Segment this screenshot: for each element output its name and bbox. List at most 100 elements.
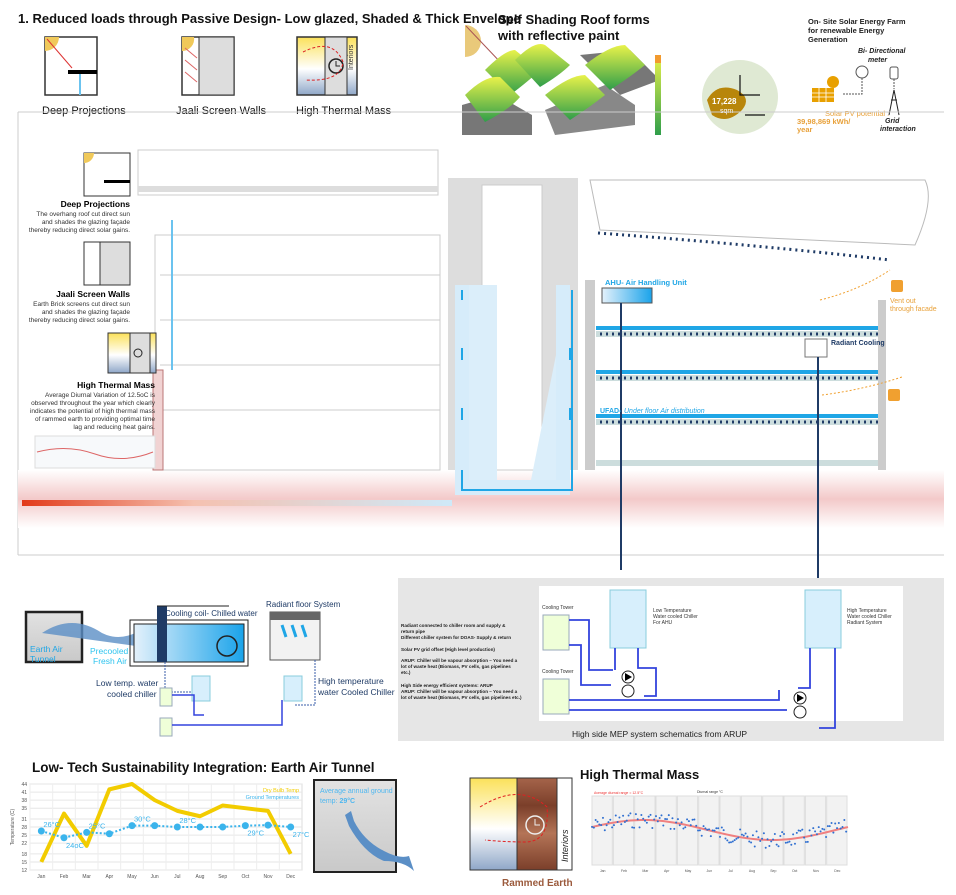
data-point	[607, 821, 610, 824]
data-point	[817, 826, 820, 829]
bi-directional-meter-icon	[842, 65, 899, 95]
x-tick-label: Jan	[600, 869, 606, 873]
data-point	[762, 832, 765, 835]
data-point	[656, 820, 659, 823]
data-point	[633, 826, 636, 829]
data-point	[729, 841, 732, 844]
note-text: thereby reducing direct solar gains.	[29, 227, 130, 234]
data-point	[764, 846, 767, 849]
ground-temp-point	[173, 823, 181, 831]
svg-text:return pipe: return pipe	[401, 629, 425, 634]
note-text: observed throughout the year which clear…	[31, 400, 156, 407]
svg-text:ARUP: Chiller will be vapour a: ARUP: Chiller will be vapour absorption …	[401, 689, 518, 694]
chiller-high-label: High Temperature	[847, 608, 887, 614]
note-text: and shades the glazing façade	[42, 309, 131, 316]
data-point	[655, 815, 657, 818]
data-point	[616, 820, 619, 823]
data-point	[620, 823, 623, 826]
data-point	[737, 836, 740, 839]
svg-text:ARUP: Chiller will be vapour a: ARUP: Chiller will be vapour absorption …	[401, 658, 518, 663]
data-point	[662, 824, 665, 827]
data-point	[781, 831, 784, 834]
jaali-screen-icon	[181, 36, 235, 96]
data-point	[826, 825, 829, 828]
mep-panel	[398, 578, 944, 741]
ufad-label-prefix: UFAD-	[600, 408, 622, 415]
data-point	[704, 827, 707, 830]
y-tick-label: 22	[21, 841, 27, 847]
radiant-cooling-unit	[804, 338, 828, 358]
data-point	[803, 836, 806, 839]
data-point	[819, 830, 822, 833]
data-point	[720, 826, 723, 829]
ground-temp-point	[105, 830, 113, 838]
data-point	[647, 815, 650, 818]
svg-text:lot of waste heat (Biomass, PV: lot of waste heat (Biomass, PV cells, ga…	[401, 695, 522, 700]
month-band	[740, 795, 763, 866]
data-point	[675, 821, 678, 824]
ground-temp-point	[128, 822, 136, 830]
ground-temp-point	[264, 821, 272, 829]
data-point	[777, 845, 780, 848]
x-tick-label: Jun	[151, 874, 159, 880]
data-point	[717, 827, 720, 830]
data-point	[766, 838, 769, 841]
ground-temp-annotation: 27°C	[293, 830, 310, 839]
data-point	[713, 829, 716, 832]
data-point	[636, 818, 639, 821]
precooled-label-2: Fresh Air	[93, 656, 127, 666]
svg-text:Radiant connected to chiller r: Radiant connected to chiller room and su…	[401, 623, 506, 628]
ground-temp-point	[60, 834, 68, 842]
chiller-low-label: For AHU	[653, 620, 673, 626]
ground-temp-box	[313, 779, 414, 873]
y-tick-label: 18	[21, 852, 27, 858]
data-point	[660, 814, 663, 817]
thermal-mass-title: High Thermal Mass	[580, 767, 699, 782]
data-point	[795, 831, 798, 834]
x-tick-label: Feb	[60, 874, 69, 880]
data-point	[799, 829, 802, 832]
data-point	[611, 826, 614, 829]
data-point	[755, 830, 758, 833]
data-point	[828, 825, 831, 828]
chiller-low-label: Low Temperature	[653, 608, 692, 614]
data-point	[594, 819, 597, 822]
x-tick-label: Jul	[174, 874, 180, 880]
data-point	[601, 816, 604, 819]
note-text: Earth Brick screens cut direct sun	[33, 301, 130, 308]
data-point	[671, 817, 674, 820]
chiller-high-label: Water cooled Chiller	[847, 614, 892, 620]
data-point	[814, 830, 817, 833]
data-point	[702, 825, 705, 828]
data-point	[631, 826, 634, 829]
ground-temp-annotation: 28°C	[179, 816, 196, 825]
y-tick-label: 25	[21, 833, 27, 839]
solar-farm-line3: Generation	[808, 35, 848, 44]
meter-label-line2: meter	[868, 57, 888, 64]
data-point	[751, 834, 754, 837]
data-point	[722, 829, 725, 832]
x-tick-label: Nov	[813, 869, 819, 873]
ground-temp-line2: temp: 29°C	[320, 797, 355, 805]
data-point	[788, 840, 791, 843]
diurnal-range-chart: Average diurnal range = 12.5°C Diurnal r…	[591, 790, 849, 873]
data-point	[779, 835, 782, 838]
x-tick-label: Aug	[749, 869, 755, 873]
data-point	[786, 841, 789, 844]
x-tick-label: May	[127, 874, 137, 880]
data-point	[812, 827, 815, 830]
cooling-coil-label: Cooling coil- Chilled water	[165, 609, 258, 618]
month-band	[762, 795, 784, 866]
icon-label-high-thermal-mass: High Thermal Mass	[296, 105, 392, 117]
radiant-cooling-label: Radiant Cooling	[831, 340, 885, 347]
x-tick-label: Sep	[218, 874, 227, 880]
chiller-low-label: Water cooled Chiller	[653, 614, 698, 620]
data-point	[627, 814, 630, 817]
hvac-schematic	[24, 605, 321, 737]
floor-slabs	[596, 326, 878, 466]
data-point	[724, 837, 727, 840]
x-tick-label: Jan	[37, 874, 45, 880]
data-point	[801, 828, 804, 831]
earth-air-tunnel-label-1: Earth Air	[30, 644, 63, 654]
note-text: of rammed earth to providing optimal tim…	[35, 416, 155, 423]
